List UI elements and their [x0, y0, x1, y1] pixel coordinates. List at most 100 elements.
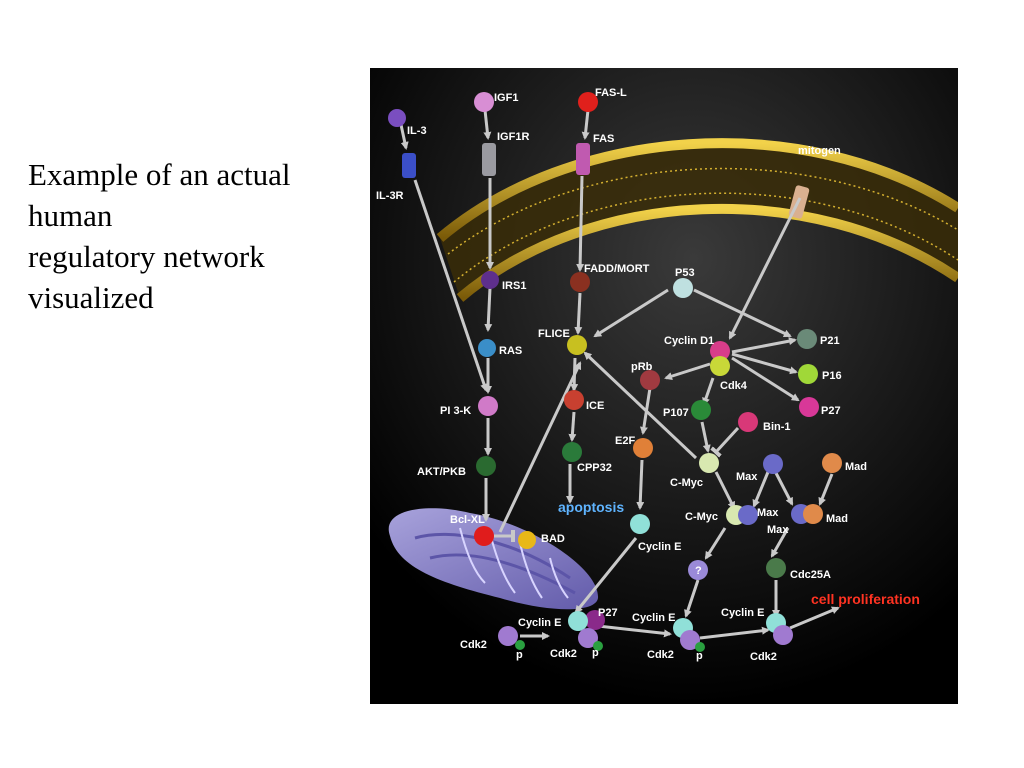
node-p27b [585, 610, 605, 630]
node-cdc25a [766, 558, 786, 578]
label-cdk2d: Cdk2 [750, 651, 777, 663]
node-cycline1 [630, 514, 650, 534]
slide-caption: Example of an actual human regulatory ne… [28, 154, 348, 318]
label-ice: ICE [586, 400, 604, 412]
node-p21 [797, 329, 817, 349]
label-il3r: IL-3R [376, 190, 404, 202]
node-cdk2a [498, 626, 518, 646]
label-pa: p [516, 649, 523, 661]
label-cyclind1: Cyclin D1 [664, 335, 714, 347]
il3r-receptor-icon [402, 153, 416, 178]
node-bad [518, 531, 536, 549]
caption-line-2: human [28, 198, 113, 233]
label-cmyc2: C-Myc [685, 511, 718, 523]
label-mad2: Mad [826, 513, 848, 525]
igf1r-receptor-icon [482, 143, 496, 176]
node-question [688, 560, 708, 580]
label-cycline1: Cyclin E [638, 541, 681, 553]
label-max3: Max [767, 524, 789, 536]
node-ice [564, 390, 584, 410]
label-max1: Max [736, 471, 758, 483]
label-cdk4: Cdk4 [720, 380, 748, 392]
label-mitogen: mitogen [798, 145, 841, 157]
label-p16: P16 [822, 370, 842, 382]
node-bin1 [738, 412, 758, 432]
node-fadd [570, 272, 590, 292]
label-cpp32: CPP32 [577, 462, 612, 474]
label-max2: Max [757, 507, 779, 519]
node-p53 [673, 278, 693, 298]
cell-membrane [436, 138, 958, 302]
label-cdc25a: Cdc25A [790, 569, 831, 581]
node-prb [640, 370, 660, 390]
node-cpp32 [562, 442, 582, 462]
label-cycline4: Cyclin E [721, 607, 764, 619]
node-p27a [799, 397, 819, 417]
label-pc: p [696, 650, 703, 662]
label-fas: FAS [593, 133, 614, 145]
node-irs1 [481, 271, 499, 289]
label-bin1: Bin-1 [763, 421, 791, 433]
label-p27b: P27 [598, 607, 618, 619]
node-max1 [763, 454, 783, 474]
node-mad2 [803, 504, 823, 524]
node-igf1 [474, 92, 494, 112]
label-pi3k: PI 3-K [440, 405, 471, 417]
label-cycline3: Cyclin E [632, 612, 675, 624]
label-p27a: P27 [821, 405, 841, 417]
labels: IL-3 IL-3R IGF1 IGF1R FAS-L FAS mitogen … [376, 87, 920, 663]
label-ras: RAS [499, 345, 522, 357]
label-bad: BAD [541, 533, 565, 545]
caption-line-3: regulatory network [28, 239, 265, 274]
label-p21: P21 [820, 335, 840, 347]
label-apoptosis: apoptosis [558, 499, 624, 515]
label-igf1r: IGF1R [497, 131, 529, 143]
node-ras [478, 339, 496, 357]
node-pi3k [478, 396, 498, 416]
node-fasl [578, 92, 598, 112]
label-cycline2: Cyclin E [518, 617, 561, 629]
node-p16 [798, 364, 818, 384]
network-diagram-panel: IL-3 IL-3R IGF1 IGF1R FAS-L FAS mitogen … [370, 68, 958, 704]
node-flice [567, 335, 587, 355]
label-igf1: IGF1 [494, 92, 518, 104]
label-cell-proliferation: cell proliferation [811, 591, 920, 607]
node-mad1 [822, 453, 842, 473]
label-fasl: FAS-L [595, 87, 627, 99]
node-pc [695, 642, 705, 652]
label-cdk2c: Cdk2 [647, 649, 674, 661]
label-fadd: FADD/MORT [584, 263, 650, 275]
label-irs1: IRS1 [502, 280, 526, 292]
node-cycline2 [568, 611, 588, 631]
node-e2f [633, 438, 653, 458]
label-p107: P107 [663, 407, 689, 419]
label-il3: IL-3 [407, 125, 427, 137]
node-il3 [388, 109, 406, 127]
node-cyclind1 [710, 341, 730, 361]
nodes [388, 92, 842, 652]
caption-line-4: visualized [28, 280, 154, 315]
node-cdk2b [578, 628, 598, 648]
node-pa [515, 640, 525, 650]
node-cdk2d [773, 625, 793, 645]
node-p107 [691, 400, 711, 420]
node-pb [593, 641, 603, 651]
label-aktpkb: AKT/PKB [417, 466, 466, 478]
label-p53: P53 [675, 267, 695, 279]
network-diagram: IL-3 IL-3R IGF1 IGF1R FAS-L FAS mitogen … [370, 68, 958, 704]
label-prb: pRb [631, 361, 653, 373]
node-cdk2c [680, 630, 700, 650]
node-max2 [738, 505, 758, 525]
node-bclxl [474, 526, 494, 546]
label-mad1: Mad [845, 461, 867, 473]
fas-receptor-icon [576, 143, 590, 175]
label-question: ? [695, 565, 702, 577]
node-cmyc1 [699, 453, 719, 473]
label-cdk2a: Cdk2 [460, 639, 487, 651]
label-bclxl: Bcl-XL [450, 514, 485, 526]
caption-line-1: Example of an actual [28, 157, 291, 192]
label-pb: p [592, 647, 599, 659]
label-flice: FLICE [538, 328, 570, 340]
node-cdk4 [710, 356, 730, 376]
label-e2f: E2F [615, 435, 635, 447]
